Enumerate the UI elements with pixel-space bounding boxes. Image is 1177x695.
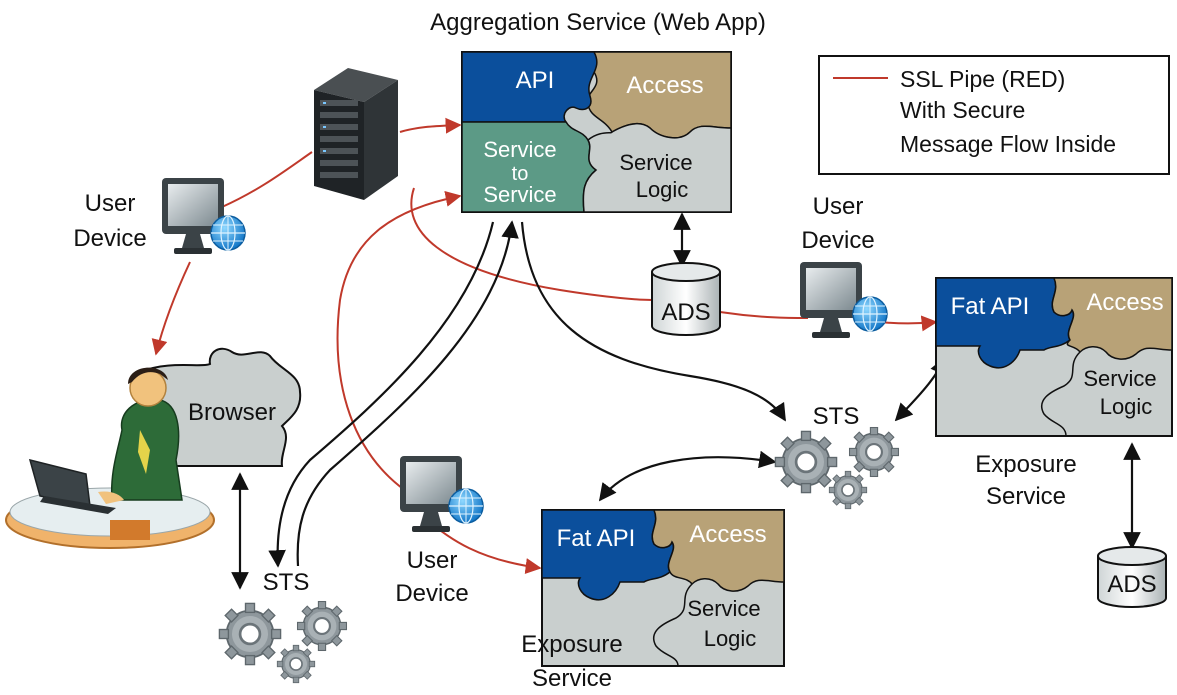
gear-cluster-icon-right (774, 426, 900, 510)
agg-api-label: API (516, 67, 555, 94)
ssl-ads-to-device (719, 311, 809, 319)
right-logic-label-1: Service (1083, 366, 1156, 391)
sts-right-to-bottom-exposure-arrow (598, 450, 777, 502)
user-device-bottom-label-2: Device (395, 580, 468, 607)
ssl-device-to-server (221, 151, 313, 208)
bottom-access-piece (651, 509, 785, 592)
user-at-desk-icon (5, 367, 215, 549)
right-fat-api-label: Fat API (951, 293, 1030, 320)
user-device-mid-label-1: User (813, 193, 864, 220)
ssl-server-to-agg (399, 117, 462, 134)
exposure-right-label-2: Service (986, 483, 1066, 510)
ads-top-label: ADS (661, 299, 710, 326)
server-rack-icon (314, 68, 398, 200)
exposure-right-label-1: Exposure (975, 451, 1076, 478)
agg-to-sts-left-arrow-1 (268, 221, 495, 568)
ads-top-database-icon: ADS (651, 262, 721, 336)
ssl-device-to-right-exposure (879, 315, 938, 332)
user-device-bottom-label-1: User (407, 547, 458, 574)
agg-s2s-label-1: Service (483, 137, 556, 162)
agg-s2s-label-2: to (512, 163, 529, 185)
agg-logic-label-2: Logic (636, 177, 689, 202)
sts-left-label: STS (263, 569, 310, 596)
bottom-logic-label-1: Service (687, 596, 760, 621)
service-logic-piece (582, 122, 732, 213)
user-device-left-label-2: Device (73, 225, 146, 252)
bottom-logic-label-2: Logic (704, 626, 757, 651)
agg-access-label: Access (626, 72, 703, 99)
agg-to-sts-left-arrow-2 (296, 220, 519, 567)
browser-label: Browser (188, 399, 276, 426)
ssl-bottom-device-to-agg (336, 190, 462, 501)
user-device-left-label-1: User (85, 190, 136, 217)
legend: SSL Pipe (RED) With Secure Message Flow … (818, 55, 1170, 175)
exposure-service-bottom-block: Fat API Access Service Logic (541, 509, 785, 667)
ads-right-database-icon: ADS (1097, 546, 1167, 608)
api-piece (461, 51, 598, 123)
right-access-label: Access (1086, 289, 1163, 316)
legend-line-2: With Secure (900, 97, 1025, 123)
gear-cluster-icon-left (218, 600, 348, 684)
agg-s2s-label-3: Service (483, 182, 556, 207)
monitor-globe-icon-left (162, 178, 246, 254)
exposure-service-right-block: Fat API Access Service Logic (935, 277, 1173, 437)
user-device-mid-label-2: Device (801, 227, 874, 254)
exposure-bottom-label-2: Service (532, 665, 612, 692)
right-logic-label-2: Logic (1100, 394, 1153, 419)
agg-logic-label-1: Service (619, 150, 692, 175)
right-access-piece (1051, 277, 1173, 360)
bottom-fat-api-label: Fat API (557, 525, 636, 552)
legend-line-3: Message Flow Inside (900, 131, 1116, 157)
ads-right-label: ADS (1107, 571, 1156, 598)
monitor-globe-icon-bottom (400, 456, 484, 532)
browser-puzzle-piece-icon: Browser (138, 347, 302, 467)
bottom-access-label: Access (689, 521, 766, 548)
ssl-device-to-browser (151, 261, 191, 356)
diagram-title: Aggregation Service (Web App) (430, 9, 766, 36)
exposure-bottom-label-1: Exposure (521, 631, 622, 658)
legend-line-1: SSL Pipe (RED) (900, 66, 1065, 92)
ssl-agg-to-ads (410, 187, 653, 301)
aggregation-service-block: API Access Service to Service Service Lo… (461, 51, 732, 213)
agg-to-sts-right-arrow (520, 221, 786, 422)
sts-right-label: STS (813, 403, 860, 430)
monitor-globe-icon-mid (800, 262, 888, 338)
